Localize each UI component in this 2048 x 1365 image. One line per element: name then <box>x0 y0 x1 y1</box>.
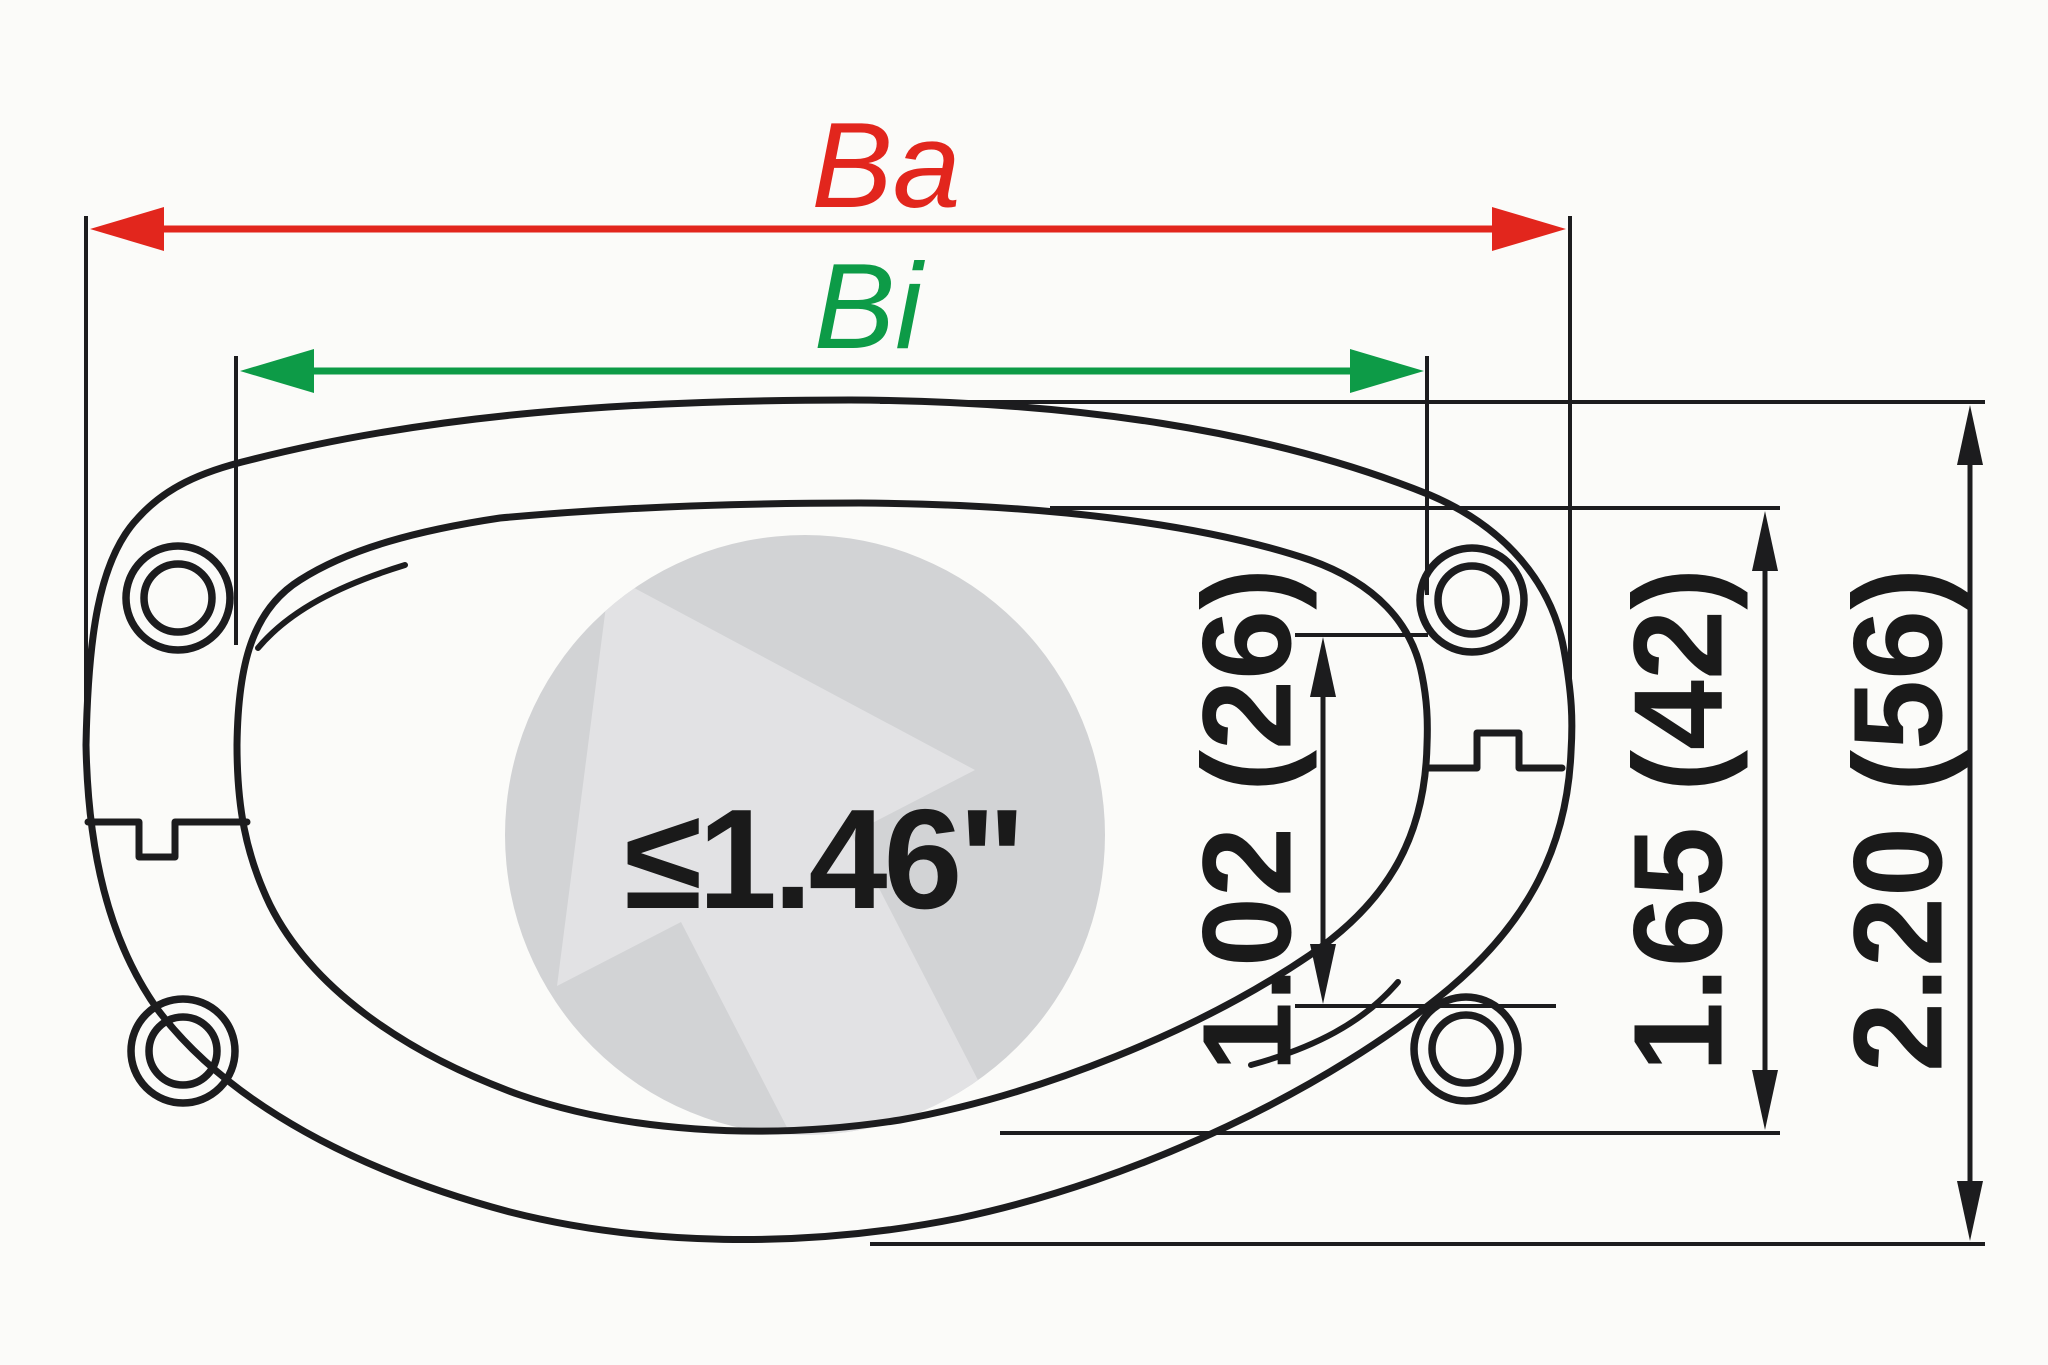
dim102-arrow-down-icon <box>1310 944 1336 1004</box>
inner-lip-edge-top-left <box>255 562 408 651</box>
inner-width-dimension: Bi <box>234 238 1429 645</box>
bi-arrowhead-right-icon <box>1350 349 1424 393</box>
bracket-outline <box>82 396 1576 1244</box>
dim220-label: 2.20 (56) <box>1828 568 1969 1072</box>
inner-width-label: Bi <box>814 238 925 374</box>
dimension-inner-height: 1.65 (42) <box>1000 506 1780 1135</box>
inner-lip-edge-bottom-right <box>1248 979 1401 1068</box>
right-step-tab <box>1423 729 1566 772</box>
dim220-arrow-down-icon <box>1957 1181 1983 1241</box>
inner-contour <box>233 499 1431 1135</box>
dim102-label: 1.02 (26) <box>1177 568 1318 1072</box>
left-notch <box>84 818 251 861</box>
hole-top-left <box>122 542 234 654</box>
dim102-arrow-up-icon <box>1310 637 1336 697</box>
bi-arrowhead-left-icon <box>240 349 314 393</box>
hole-top-right <box>1416 544 1528 656</box>
dim220-arrow-up-icon <box>1957 405 1983 465</box>
outer-width-dimension: Ba <box>84 97 1572 740</box>
dim165-label: 1.65 (42) <box>1608 568 1749 1072</box>
hole-bottom-right <box>1410 993 1522 1105</box>
dim165-arrow-down-icon <box>1752 1070 1778 1130</box>
tube-diameter-note: ≤1.46" <box>624 780 1022 939</box>
hole-bottom-left <box>127 995 239 1107</box>
ba-arrowhead-right-icon <box>1492 207 1566 251</box>
dimension-inner-ledge-height: 1.02 (26) <box>1177 568 1556 1072</box>
outer-width-label: Ba <box>811 97 960 233</box>
outer-contour <box>82 396 1576 1244</box>
dim165-arrow-up-icon <box>1752 511 1778 571</box>
ba-arrowhead-left-icon <box>90 207 164 251</box>
dimension-outer-height: 2.20 (56) <box>870 400 1985 1246</box>
